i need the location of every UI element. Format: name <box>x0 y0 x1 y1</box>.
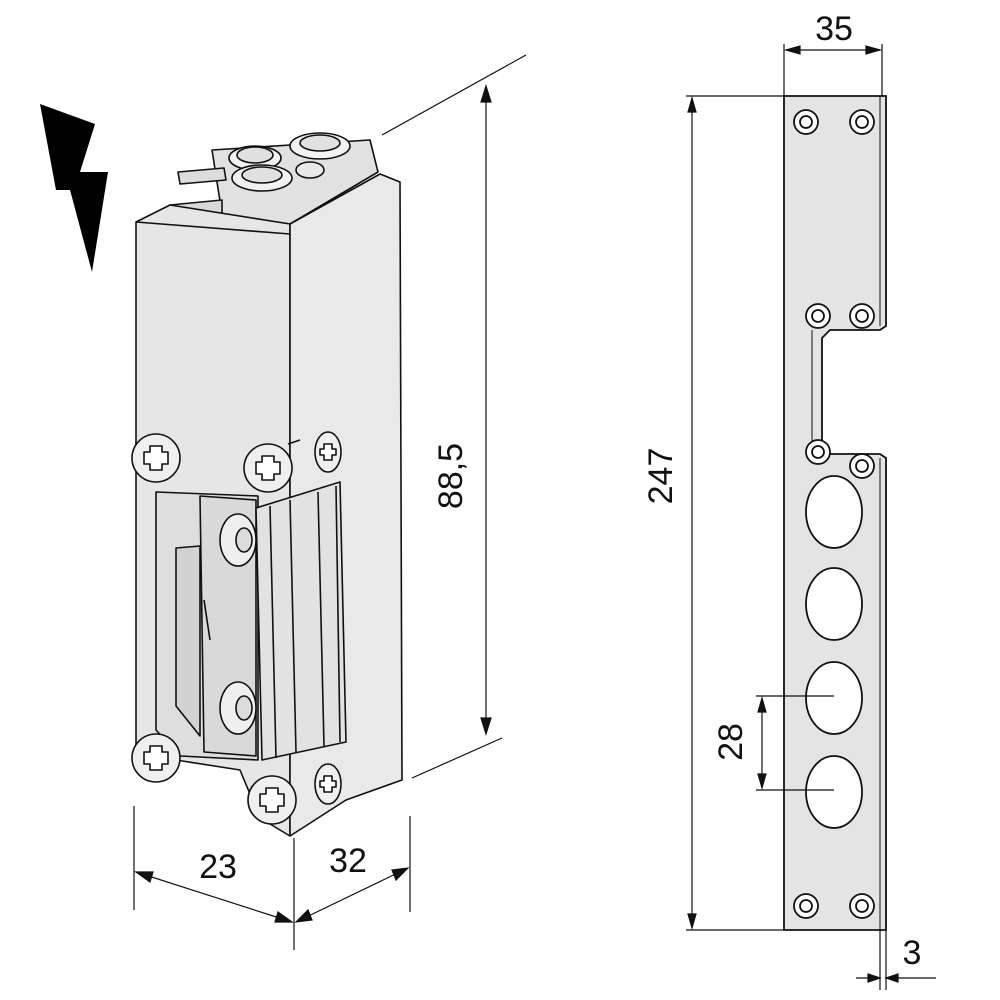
mount-screw-bottom-right <box>247 775 297 825</box>
strike-plate <box>783 95 887 931</box>
dim-plate-length-label: 247 <box>642 448 680 505</box>
terminal-screw-3 <box>231 164 293 192</box>
lock-dimensions <box>133 54 527 950</box>
dim-plate-thickness-label: 3 <box>903 934 922 972</box>
latch-bolt <box>255 481 347 761</box>
dim-depth-right-label: 32 <box>329 842 367 880</box>
dim-depth-left-label: 23 <box>199 848 237 886</box>
mount-screw-top-right <box>243 443 293 493</box>
lightning-bolt-icon <box>40 104 108 272</box>
plate-large-hole <box>805 475 863 829</box>
plate-screw-hole <box>793 109 875 919</box>
dim-plate-width-label: 35 <box>815 10 853 48</box>
mount-screw-bottom-left <box>131 733 181 783</box>
terminal-screw-2 <box>289 132 351 160</box>
mount-screw-bottom-side <box>314 763 342 805</box>
mount-screw-top-left <box>131 433 181 483</box>
plate-dimensions <box>686 44 936 990</box>
terminal-screw-1 <box>228 145 282 171</box>
dim-hole-spacing-label: 28 <box>712 723 750 761</box>
dim-height-label: 88,5 <box>432 443 470 509</box>
roller-bottom <box>219 681 257 735</box>
mount-screw-top-side <box>314 431 342 473</box>
lock-body <box>131 132 403 837</box>
roller-top <box>219 513 257 567</box>
